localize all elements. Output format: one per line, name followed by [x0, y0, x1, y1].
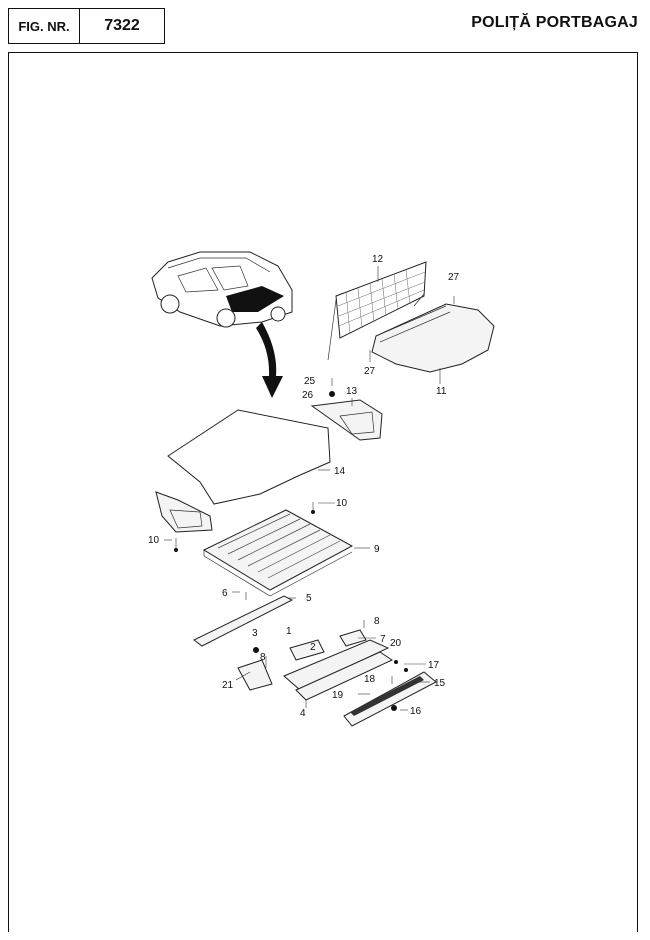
side-trim-left — [155, 491, 213, 533]
figure-number-value: 7322 — [104, 17, 140, 34]
callout-numbers: 12 27 27 11 25 26 13 14 10 10 9 6 5 8 3 … — [148, 254, 460, 719]
callout-14: 14 — [334, 466, 346, 477]
callout-27-bottom: 27 — [364, 366, 376, 377]
callout-16: 16 — [410, 706, 422, 717]
callout-27-top: 27 — [448, 272, 460, 283]
callout-6: 6 — [222, 588, 228, 599]
fastener-25-26 — [329, 378, 335, 397]
floor-panel — [202, 509, 354, 597]
callout-10-right: 10 — [336, 498, 348, 509]
callout-2: 2 — [310, 642, 316, 653]
callout-17: 17 — [428, 660, 440, 671]
parcel-shelf — [371, 296, 495, 373]
cargo-net — [327, 261, 427, 361]
figure-number-label: FIG. NR. — [9, 9, 80, 43]
leader-lines — [164, 266, 441, 711]
fastener-10 — [174, 502, 315, 552]
callout-10-left: 10 — [148, 535, 160, 546]
small-fasteners — [339, 620, 408, 711]
callout-8-bottom: 8 — [260, 652, 266, 663]
callout-1: 1 — [286, 626, 292, 637]
callout-8-top: 8 — [374, 616, 380, 627]
callout-7: 7 — [380, 634, 386, 645]
callout-26: 26 — [302, 390, 314, 401]
callout-12: 12 — [372, 254, 384, 265]
callout-20: 20 — [390, 638, 402, 649]
callout-18: 18 — [364, 674, 376, 685]
diagram-frame — [8, 52, 638, 932]
page-title: POLIȚĂ PORTBAGAJ — [471, 14, 638, 31]
sill-plate — [283, 639, 437, 727]
callout-5: 5 — [306, 593, 312, 604]
callout-19: 19 — [332, 690, 344, 701]
detail-arrow — [256, 322, 283, 398]
figure-number-box: FIG. NR. 7322 — [8, 8, 165, 44]
rail-trim — [193, 592, 294, 647]
callout-4: 4 — [300, 708, 306, 719]
callout-25: 25 — [304, 376, 316, 387]
callout-11: 11 — [436, 386, 447, 397]
brackets — [237, 639, 325, 691]
callout-9: 9 — [374, 544, 380, 555]
callout-13: 13 — [346, 386, 358, 397]
car-illustration — [151, 251, 293, 328]
callout-21: 21 — [222, 680, 234, 691]
callout-3: 3 — [252, 628, 258, 639]
floor-mat — [167, 409, 331, 505]
callout-15: 15 — [434, 678, 446, 689]
